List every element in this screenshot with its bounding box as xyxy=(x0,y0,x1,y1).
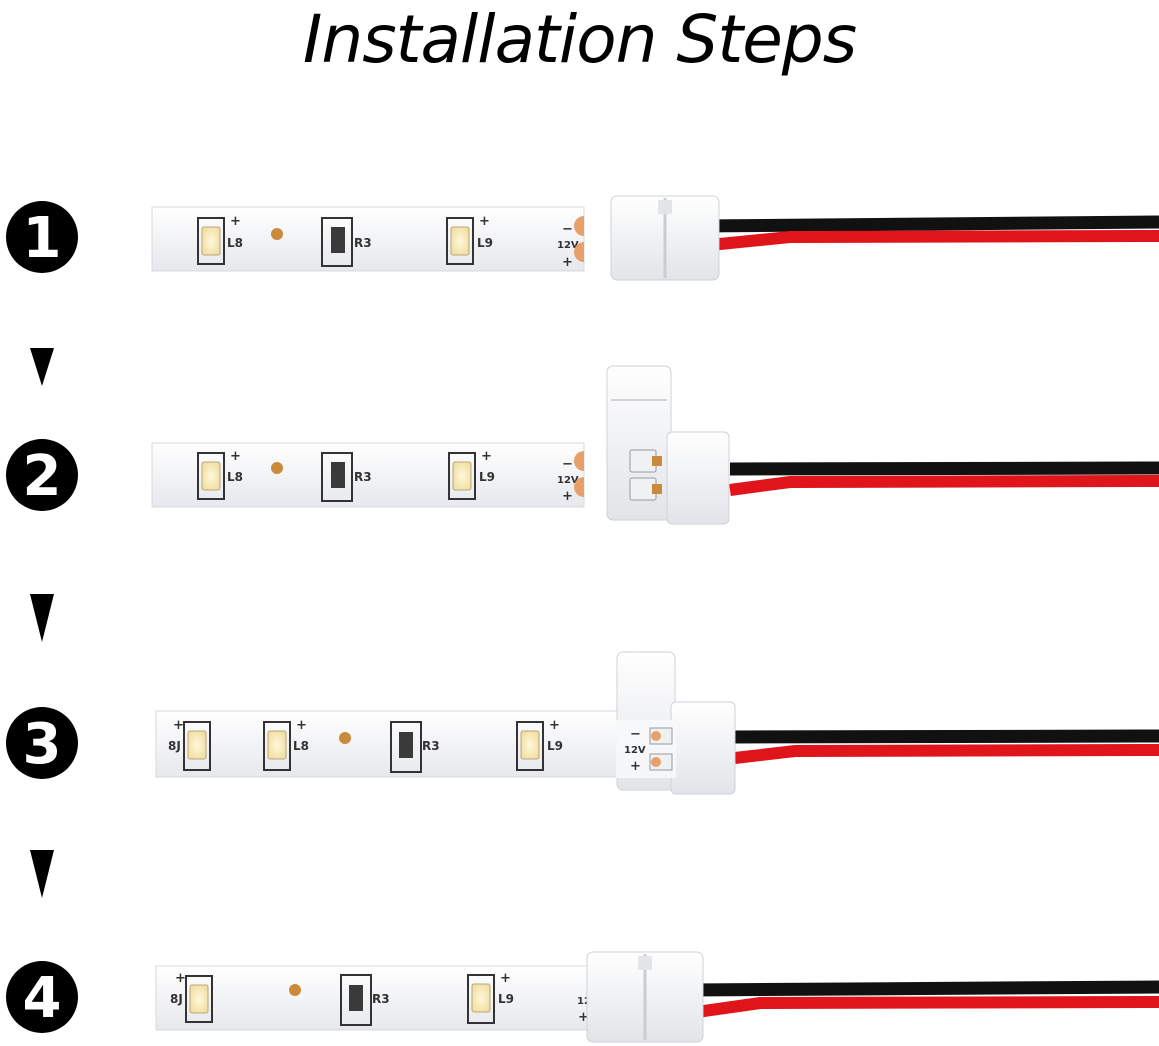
step-2-black-wire xyxy=(729,461,1159,476)
step-1-pad-plus xyxy=(574,242,584,262)
page-title: Installation Steps xyxy=(302,1,857,78)
step-1: 1 L8 + R3 L9 + − 12V + xyxy=(6,195,1159,281)
step-2-pad-plus xyxy=(574,477,584,497)
step-4-label-3: L9 xyxy=(498,992,514,1006)
step-2-label-1: L8 xyxy=(227,470,243,484)
step-1-resistor-r3 xyxy=(331,227,345,253)
svg-text:+: + xyxy=(230,214,241,229)
step-1-label-2: R3 xyxy=(354,236,372,250)
svg-text:+: + xyxy=(481,449,492,464)
step-4-led-l9 xyxy=(471,983,491,1013)
step-4-number-badge xyxy=(6,961,78,1033)
step-1-pad-minus xyxy=(574,216,584,236)
step-3-led-l8 xyxy=(267,730,287,760)
step-3-solder-dot xyxy=(339,732,351,744)
step-1-solder-dot xyxy=(271,228,283,240)
step-4-black-wire xyxy=(689,980,1159,997)
step-1-led-l8 xyxy=(201,226,221,256)
step-3-label-2: L8 xyxy=(293,739,309,753)
step-3-label-3: R3 xyxy=(422,739,440,753)
step-2-led-l9 xyxy=(452,461,472,491)
step-4-solder-dot xyxy=(289,984,301,996)
step-2-led-l8 xyxy=(201,461,221,491)
step-4: 4 8J + R3 L9 + 12V + xyxy=(6,951,1159,1043)
step-2-contact-plus xyxy=(652,484,662,494)
svg-text:−: − xyxy=(562,457,573,472)
step-2-number-badge xyxy=(6,439,78,511)
step-4-label-1: 8J xyxy=(170,992,183,1006)
step-2-contact-minus xyxy=(652,456,662,466)
step-2-number: 2 xyxy=(23,444,62,509)
arrow-down-3 xyxy=(30,850,54,898)
svg-text:+: + xyxy=(630,759,641,774)
step-3-connector-base xyxy=(670,701,736,795)
step-3-number-badge xyxy=(6,707,78,779)
step-4-red-wire xyxy=(689,996,1159,1019)
step-3-label-1: 8J xyxy=(168,739,181,753)
step-1-voltage: 12V xyxy=(557,240,579,251)
step-1-number: 1 xyxy=(23,206,62,271)
step-3-label-4: L9 xyxy=(547,739,563,753)
step-1-number-badge xyxy=(6,201,78,273)
svg-text:+: + xyxy=(500,971,511,986)
svg-text:+: + xyxy=(562,489,573,504)
step-1-led-l9 xyxy=(450,226,470,256)
svg-text:+: + xyxy=(175,971,186,986)
step-1-label-1: L8 xyxy=(227,236,243,250)
step-4-led-strip xyxy=(155,965,597,1031)
step-3-voltage: 12V xyxy=(624,745,646,756)
step-2: 2 L8 + R3 L9 + − 12V + xyxy=(6,365,1159,525)
step-3-black-wire xyxy=(734,729,1159,744)
step-3-led-l8-rev xyxy=(187,730,207,760)
step-3-number: 3 xyxy=(23,712,62,777)
step-2-label-3: L9 xyxy=(479,470,495,484)
step-3-red-wire xyxy=(734,744,1159,764)
svg-text:+: + xyxy=(578,1010,589,1025)
step-2-voltage: 12V xyxy=(557,475,579,486)
svg-text:+: + xyxy=(230,449,241,464)
step-4-resistor-r3 xyxy=(349,985,363,1011)
svg-text:+: + xyxy=(173,718,184,733)
step-1-label-3: L9 xyxy=(477,236,493,250)
step-1-black-wire xyxy=(699,215,1159,233)
arrow-down-1 xyxy=(30,348,54,386)
svg-text:+: + xyxy=(296,718,307,733)
step-3: 3 8J + L8 + R3 L9 + − 12V + xyxy=(6,651,1159,795)
step-2-red-wire xyxy=(729,475,1159,496)
step-4-label-2: R3 xyxy=(372,992,390,1006)
step-3-resistor-r3 xyxy=(399,732,413,758)
step-4-number: 4 xyxy=(23,966,62,1031)
svg-text:−: − xyxy=(562,222,573,237)
svg-text:+: + xyxy=(479,214,490,229)
step-2-pad-minus xyxy=(574,451,584,471)
step-3-led-l9 xyxy=(520,730,540,760)
step-2-resistor-r3 xyxy=(331,462,345,488)
step-4-led-l8-rev xyxy=(189,984,209,1014)
svg-text:+: + xyxy=(562,255,573,270)
step-2-connector-base xyxy=(666,431,730,525)
svg-text:+: + xyxy=(549,718,560,733)
step-2-solder-dot xyxy=(271,462,283,474)
arrow-down-2 xyxy=(30,594,54,642)
svg-text:−: − xyxy=(630,727,641,742)
step-1-red-wire xyxy=(699,230,1159,252)
step-2-label-2: R3 xyxy=(354,470,372,484)
